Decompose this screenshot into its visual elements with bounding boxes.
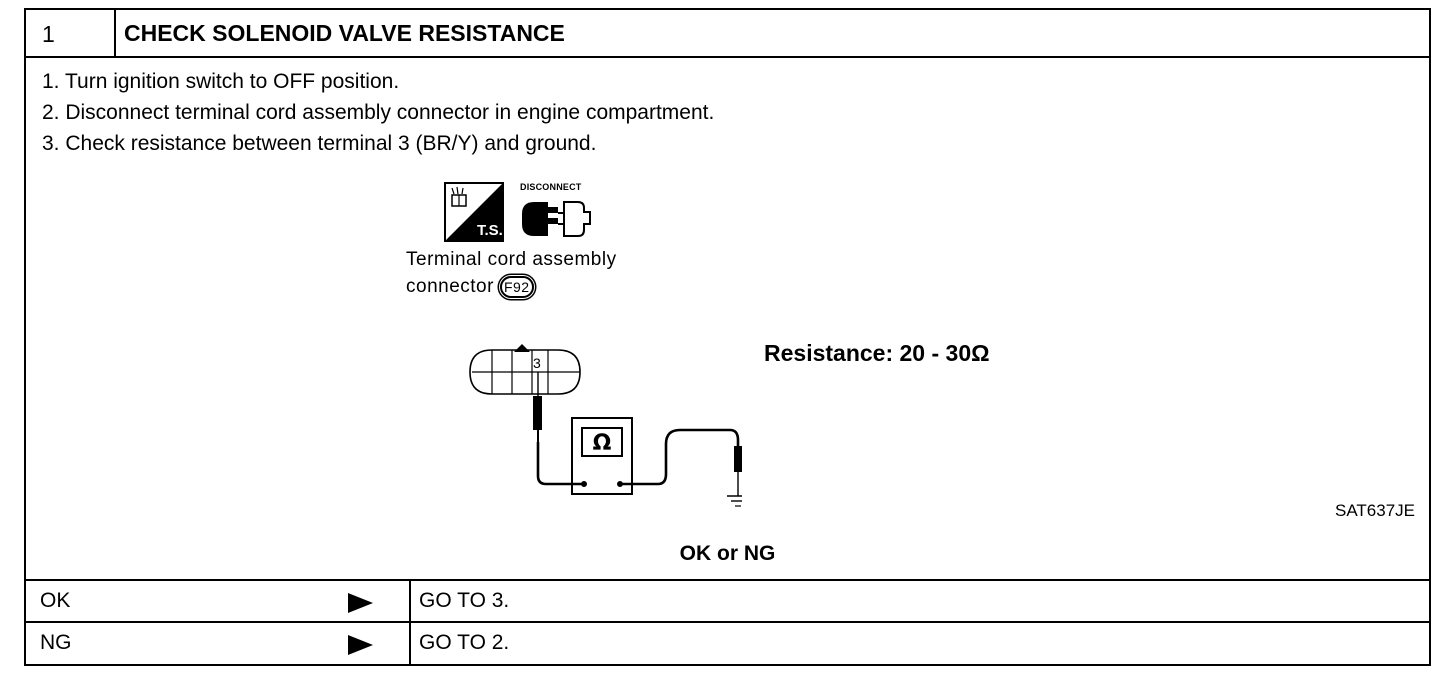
disconnect-label: DISCONNECT	[520, 182, 582, 192]
disconnect-icon	[522, 201, 591, 237]
tester-icon: T.S.	[444, 182, 504, 242]
figure-code: SAT637JE	[1334, 501, 1415, 520]
step-title: CHECK SOLENOID VALVE RESISTANCE	[116, 10, 1429, 58]
arrow-right-icon	[348, 593, 373, 613]
result-row: NG GO TO 2.	[26, 621, 1429, 666]
inspection-step-table: 1 CHECK SOLENOID VALVE RESISTANCE 1. Tur…	[24, 8, 1431, 666]
step-number: 1	[26, 10, 116, 58]
terminal-number: 3	[533, 355, 541, 371]
resistance-spec: Resistance: 20 - 30Ω	[764, 340, 990, 366]
procedure-step: 3. Check resistance between terminal 3 (…	[42, 132, 597, 155]
connector-caption: Terminal cord assembly	[406, 249, 617, 270]
meter-symbol: Ω	[593, 431, 612, 456]
ohmmeter-diagram: 3 Ω	[469, 344, 742, 507]
connector-label: connector	[406, 276, 494, 298]
check-question: OK or NG	[679, 542, 776, 565]
result-action: GO TO 2.	[409, 623, 1429, 666]
ts-label: T.S.	[477, 222, 503, 239]
result-row: OK GO TO 3.	[26, 579, 1429, 621]
result-action: GO TO 3.	[409, 581, 1429, 621]
result-label: OK	[40, 589, 71, 612]
arrow-right-icon	[348, 635, 373, 655]
result-label: NG	[40, 631, 72, 654]
procedure-list: 1. Turn ignition switch to OFF position.…	[42, 66, 714, 159]
connector-code-badge: F92	[499, 276, 534, 298]
procedure-step: 2. Disconnect terminal cord assembly con…	[42, 101, 715, 124]
procedure-step: 1. Turn ignition switch to OFF position.	[42, 70, 400, 93]
